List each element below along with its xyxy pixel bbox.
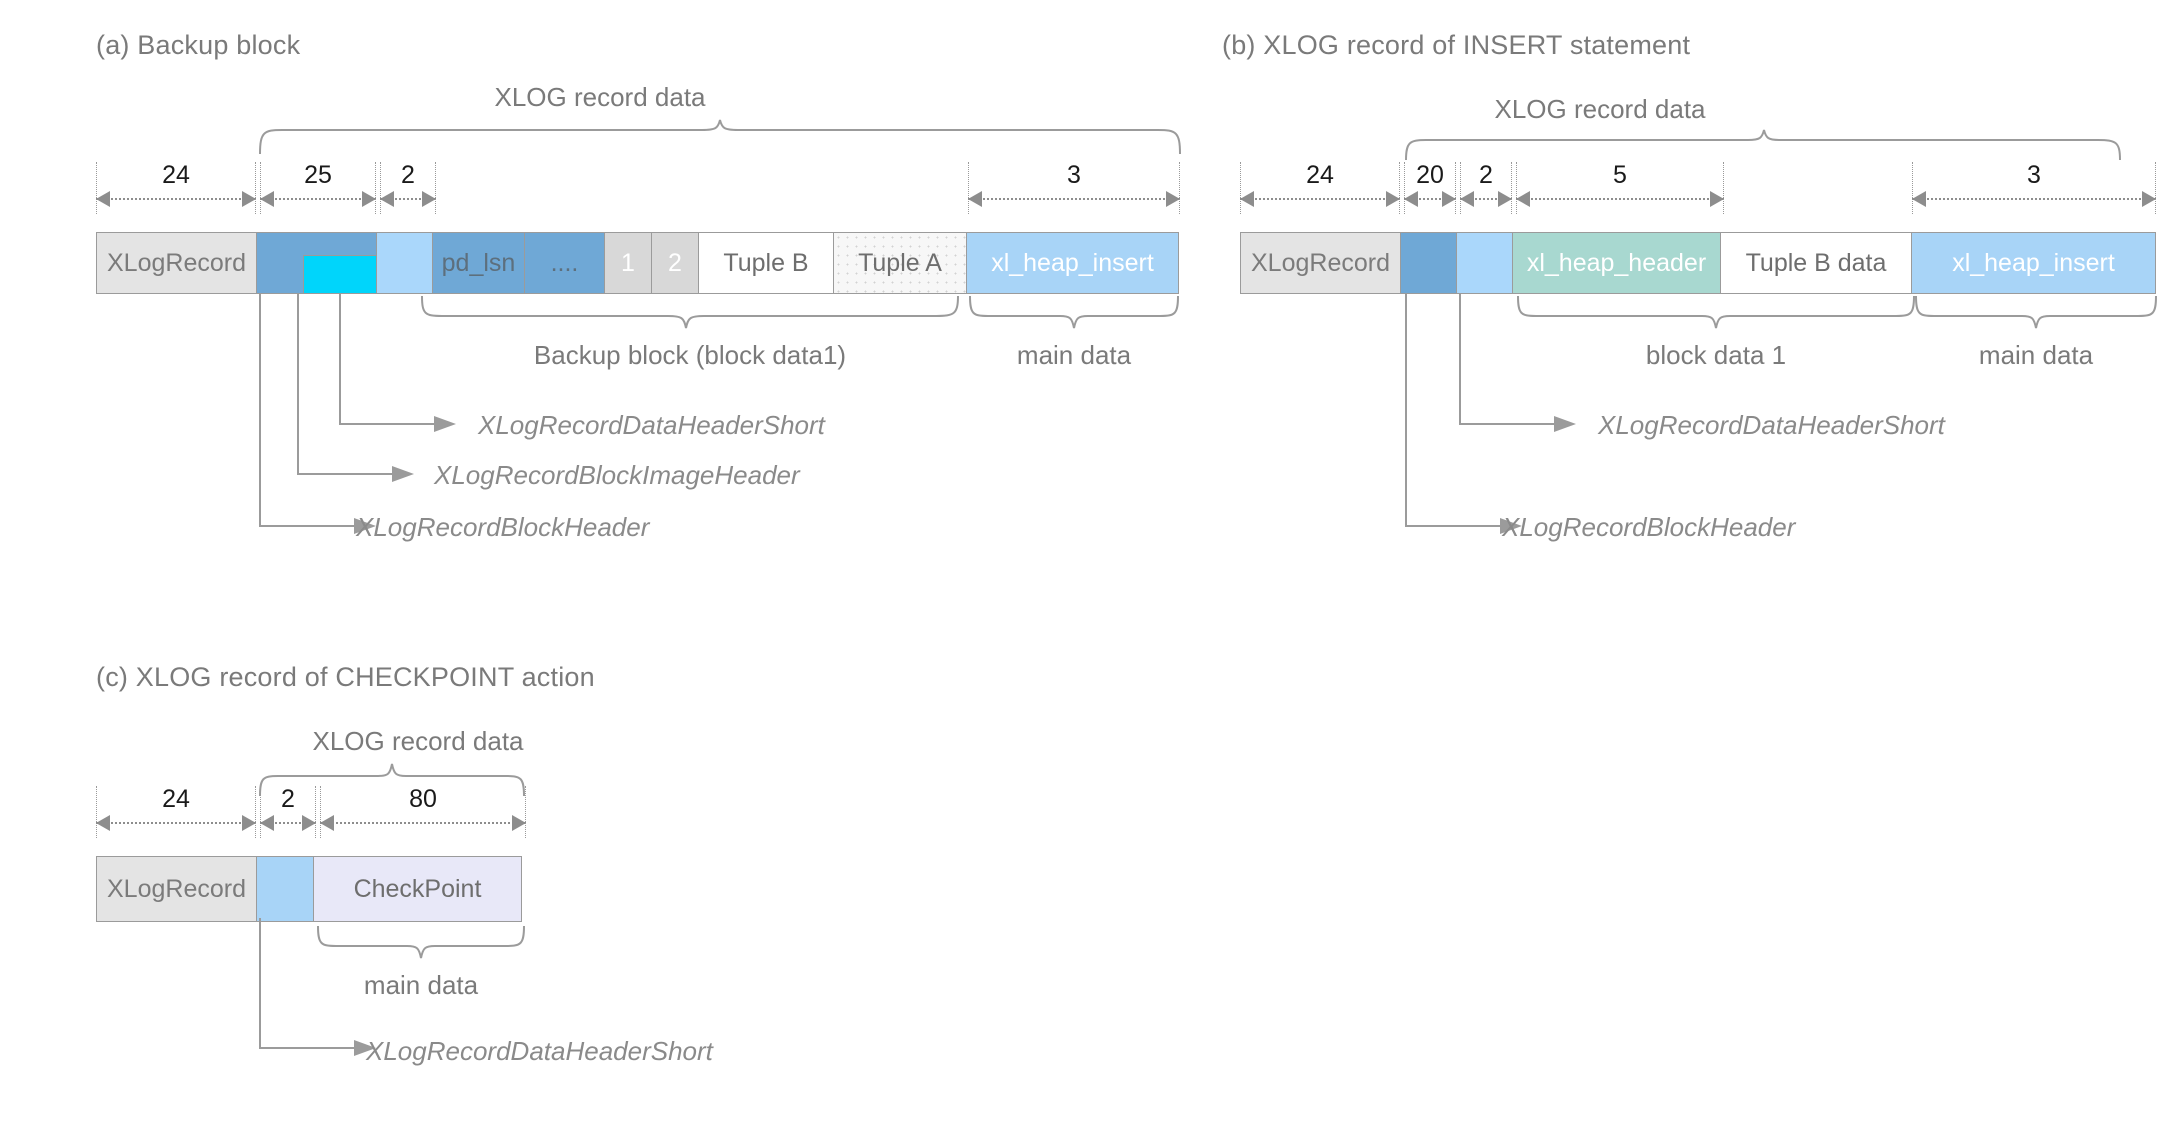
arrow-left-icon [380,191,394,207]
arrow-right-icon [242,191,256,207]
segment-pd-lsn: pd_lsn [432,232,525,294]
segment-tuple-a: Tuple A [833,232,967,294]
segment-xl-heap-header: xl_heap_header [1512,232,1721,294]
segment-xlogrecord: XLogRecord [1240,232,1401,294]
segment-xl-heap-insert: xl_heap_insert [1911,232,2156,294]
arrow-left-icon [968,191,982,207]
arrow-right-icon [2142,191,2156,207]
panel-a-callout-block-header-line [258,294,388,536]
panel-b-callout-block-header: XLogRecordBlockHeader [1502,512,1796,542]
arrow-right-icon [1386,191,1400,207]
dim-block-header: 20 [1404,162,1456,214]
panel-a-brace-top-label: XLOG record data [494,82,706,112]
panel-a-callout-image-header-line [296,294,426,484]
arrow-right-icon [362,191,376,207]
panel-b-dimensions: 24 20 2 5 3 [1240,162,2158,214]
panel-c-callout-data-header-line [258,918,388,1058]
arrow-left-icon [1404,191,1418,207]
panel-b-callout-data-header-short: XLogRecordDataHeaderShort [1598,410,1945,440]
segment-xlogrecord: XLogRecord [96,856,257,922]
dim-heap-header: 5 [1516,162,1724,214]
arrow-right-icon [422,191,436,207]
dim-data-header: 2 [1460,162,1512,214]
arrow-left-icon [1516,191,1530,207]
arrow-right-icon [1442,191,1456,207]
segment-block-header [1400,232,1457,294]
panel-b-brace-block-data [1516,295,1916,330]
panel-a-dimensions: 24 25 2 3 [96,162,1196,214]
panel-a-brace-backup-block [420,295,960,330]
arrow-right-icon [1498,191,1512,207]
dim-block-header: 25 [260,162,376,214]
panel-a-bar: XLogRecord pd_lsn .... 1 2 Tuple B Tuple… [96,232,1179,294]
panel-a-brace-top [258,118,1182,155]
arrow-left-icon [96,191,110,207]
panel-b-brace-top [1404,128,2122,161]
panel-c-brace-main-data [316,925,526,960]
arrow-right-icon [512,815,526,831]
panel-a-title: (a) Backup block [96,30,301,60]
panel-c-dimensions: 24 2 80 [96,786,536,838]
arrow-right-icon [1710,191,1724,207]
panel-a-brace-main-data [968,295,1180,330]
panel-a-brace-backup-block-label: Backup block (block data1) [533,340,847,370]
panel-a-callout-data-header-short: XLogRecordDataHeaderShort [478,410,825,440]
segment-data-header [376,232,433,294]
arrow-left-icon [1912,191,1926,207]
arrow-left-icon [260,191,274,207]
dim-xlogrecord: 24 [1240,162,1400,214]
panel-c-title: (c) XLOG record of CHECKPOINT action [96,662,595,692]
panel-b-brace-block-data-label: block data 1 [1645,340,1787,370]
segment-data-header [256,856,314,922]
panel-c-callout-data-header-short: XLogRecordDataHeaderShort [366,1036,713,1066]
panel-b-brace-top-label: XLOG record data [1494,94,1706,124]
segment-xl-heap-insert: xl_heap_insert [966,232,1179,294]
panel-c-brace-top [258,762,526,797]
panel-b-title: (b) XLOG record of INSERT statement [1222,30,1691,60]
dim-data-header: 2 [260,786,316,838]
arrow-right-icon [1166,191,1180,207]
arrow-left-icon [1460,191,1474,207]
segment-tuple-b: Tuple B [698,232,834,294]
arrow-right-icon [302,815,316,831]
arrow-left-icon [260,815,274,831]
segment-checkpoint: CheckPoint [313,856,522,922]
panel-c-brace-main-data-label: main data [363,970,479,1000]
dim-data-header: 2 [380,162,436,214]
panel-b-brace-main-data-label: main data [1978,340,2094,370]
arrow-left-icon [1240,191,1254,207]
arrow-left-icon [96,815,110,831]
panel-b-callout-block-header-line [1404,294,1534,536]
panel-a-callout-block-image-header: XLogRecordBlockImageHeader [434,460,800,490]
arrow-left-icon [320,815,334,831]
panel-a-callout-data-header-line [338,294,468,434]
panel-b-callout-data-header-line [1458,294,1588,434]
segment-tuple-slot-2: 2 [651,232,699,294]
segment-ellipsis: .... [524,232,605,294]
panel-c-brace-top-label: XLOG record data [312,726,524,756]
segment-xlogrecord: XLogRecord [96,232,257,294]
segment-data-header [1456,232,1513,294]
panel-c-bar: XLogRecord CheckPoint [96,856,522,922]
segment-block-header [256,232,377,294]
segment-tuple-slot-1: 1 [604,232,652,294]
arrow-right-icon [242,815,256,831]
panel-b-brace-main-data [1914,295,2158,330]
dim-xlogrecord: 24 [96,786,256,838]
segment-block-image-header [303,255,377,294]
segment-tuple-b-data: Tuple B data [1720,232,1912,294]
panel-a-callout-block-header: XLogRecordBlockHeader [356,512,650,542]
panel-b-bar: XLogRecord xl_heap_header Tuple B data x… [1240,232,2156,294]
dim-main-data: 3 [968,162,1180,214]
panel-a-brace-main-data-label: main data [1016,340,1132,370]
dim-xlogrecord: 24 [96,162,256,214]
dim-checkpoint: 80 [320,786,526,838]
dim-main-data: 3 [1912,162,2156,214]
